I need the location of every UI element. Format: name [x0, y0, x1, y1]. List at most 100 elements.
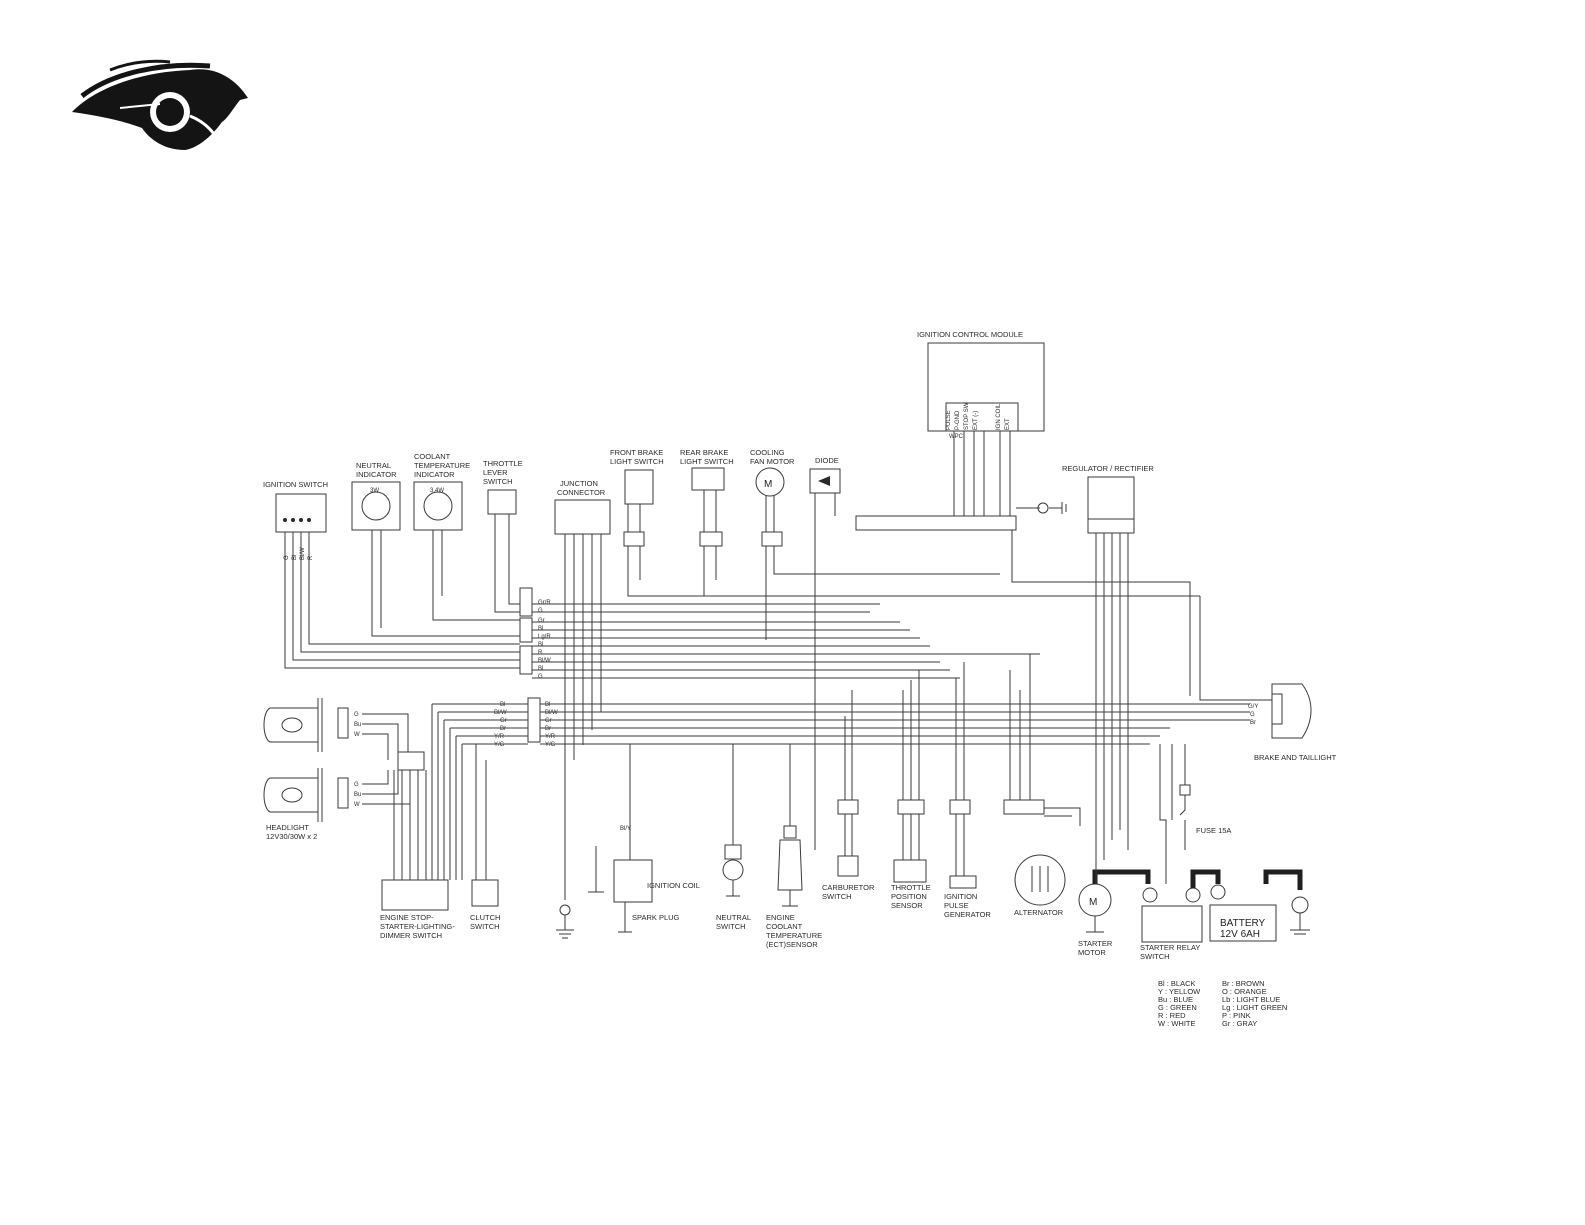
brake-and-taillight: G/Y G Br BRAKE AND TAILLIGHT — [1199, 596, 1337, 762]
icm-title: IGNITION CONTROL MODULE — [917, 330, 1023, 339]
rear-brake-light-switch: REAR BRAKE LIGHT SWITCH — [680, 448, 734, 596]
svg-text:R: R — [538, 650, 543, 656]
coolant-temperature-indicator: COOLANT TEMPERATURE INDICATOR 3.4W — [413, 452, 520, 621]
svg-text:3.4W: 3.4W — [430, 488, 444, 494]
svg-text:G/Y: G/Y — [1248, 704, 1258, 710]
svg-text:Bl: Bl — [545, 702, 550, 708]
icm-pin-ext: EXT — [1005, 418, 1011, 430]
svg-text:INDICATOR: INDICATOR — [414, 470, 455, 479]
connector-block-lower: Bl Bl/W Gr Br Y/R Y/G Bl Bl/W Gr Br Y/R … — [431, 697, 1250, 880]
starter-motor: M STARTER MOTOR — [1078, 869, 1151, 957]
svg-text:3W: 3W — [370, 488, 379, 494]
svg-text:DIMMER SWITCH: DIMMER SWITCH — [380, 931, 442, 940]
svg-text:Gr/R: Gr/R — [538, 600, 551, 606]
regulator-rectifier: REGULATOR / RECTIFIER — [1062, 464, 1154, 860]
svg-text:TEMPERATURE: TEMPERATURE — [414, 461, 470, 470]
svg-text:COOLANT: COOLANT — [414, 452, 451, 461]
svg-text:SPARK PLUG: SPARK PLUG — [632, 913, 680, 922]
svg-text:G: G — [1250, 712, 1255, 718]
carburetor-switch: CARBURETOR SWITCH — [822, 690, 875, 901]
svg-text:SWITCH: SWITCH — [822, 892, 852, 901]
svg-text:NEUTRAL: NEUTRAL — [716, 913, 751, 922]
svg-text:Y/G: Y/G — [494, 742, 505, 748]
junction-connector: JUNCTION CONNECTOR — [554, 479, 611, 900]
wire-color-legend: Bl : BLACK Y : YELLOW Bu : BLUE G : GREE… — [1158, 979, 1287, 1028]
svg-text:12V30/30W x 2: 12V30/30W x 2 — [266, 832, 317, 841]
throttle-position-sensor: THROTTLE POSITION SENSOR — [891, 670, 931, 910]
svg-text:LIGHT SWITCH: LIGHT SWITCH — [680, 457, 734, 466]
neutral-switch: NEUTRAL SWITCH — [716, 744, 751, 931]
svg-text:Bl: Bl — [292, 555, 298, 560]
svg-text:BATTERY: BATTERY — [1220, 918, 1266, 929]
svg-text:G : GREEN: G : GREEN — [1158, 1003, 1197, 1012]
ignition-switch: IGNITION SWITCH G Bl Bl/W R — [263, 480, 520, 669]
icm-wpc: WPC — [949, 434, 964, 440]
svg-text:BRAKE AND TAILLIGHT: BRAKE AND TAILLIGHT — [1254, 753, 1337, 762]
icm-pin-stop-sw: STOP SW — [964, 402, 970, 430]
svg-text:G: G — [354, 712, 359, 718]
svg-text:THROTTLE: THROTTLE — [891, 883, 931, 892]
svg-text:SWITCH: SWITCH — [1140, 952, 1170, 961]
svg-text:Br: Br — [545, 726, 551, 732]
ignition-coil: IGNITION COIL Bl/Y — [588, 744, 700, 903]
svg-text:SWITCH: SWITCH — [470, 922, 500, 931]
svg-text:LEVER: LEVER — [483, 468, 508, 477]
front-brake-light-switch: FRONT BRAKE LIGHT SWITCH — [610, 448, 1200, 597]
svg-text:Br : BROWN: Br : BROWN — [1222, 979, 1265, 988]
svg-text:COOLANT: COOLANT — [766, 922, 803, 931]
svg-text:Y/G: Y/G — [545, 742, 556, 748]
ect-sensor: ENGINE COOLANT TEMPERATURE (ECT)SENSOR — [766, 744, 822, 949]
spark-plug: SPARK PLUG — [618, 902, 680, 933]
svg-text:Gr: Gr — [500, 718, 507, 724]
clutch-switch: CLUTCH SWITCH — [470, 744, 500, 931]
neutral-indicator: NEUTRAL INDICATOR 3W — [351, 461, 520, 637]
svg-text:PULSE: PULSE — [944, 901, 969, 910]
ignition-pulse-generator: IGNITION PULSE GENERATOR — [944, 662, 991, 919]
svg-text:HEADLIGHT: HEADLIGHT — [266, 823, 309, 832]
svg-text:MOTOR: MOTOR — [1078, 948, 1106, 957]
headlight-upper: G Bu W — [263, 698, 409, 760]
svg-text:TEMPERATURE: TEMPERATURE — [766, 931, 822, 940]
svg-text:CONNECTOR: CONNECTOR — [557, 488, 606, 497]
svg-text:Bl: Bl — [538, 666, 543, 672]
svg-text:P : PINK: P : PINK — [1222, 1011, 1251, 1020]
svg-text:Bl/W: Bl/W — [545, 710, 558, 716]
svg-text:Br: Br — [500, 726, 506, 732]
svg-text:R: R — [308, 555, 314, 560]
svg-text:R : RED: R : RED — [1158, 1011, 1186, 1020]
svg-text:Bl/W: Bl/W — [300, 547, 306, 560]
svg-text:DIODE: DIODE — [815, 456, 839, 465]
svg-text:CARBURETOR: CARBURETOR — [822, 883, 875, 892]
svg-text:Bu: Bu — [354, 722, 361, 728]
svg-text:Y : YELLOW: Y : YELLOW — [1158, 987, 1201, 996]
svg-text:Bl/W: Bl/W — [494, 710, 507, 716]
svg-text:REAR BRAKE: REAR BRAKE — [680, 448, 728, 457]
svg-text:Lg/R: Lg/R — [538, 634, 551, 640]
svg-text:Lg : LIGHT GREEN: Lg : LIGHT GREEN — [1222, 1003, 1287, 1012]
svg-text:Bu: Bu — [354, 792, 361, 798]
svg-text:JUNCTION: JUNCTION — [560, 479, 598, 488]
svg-text:Br: Br — [1250, 720, 1256, 726]
svg-text:NEUTRAL: NEUTRAL — [356, 461, 391, 470]
regulator-title: REGULATOR / RECTIFIER — [1062, 464, 1154, 473]
svg-text:Bu : BLUE: Bu : BLUE — [1158, 995, 1193, 1004]
svg-text:W: W — [354, 732, 360, 738]
svg-text:SWITCH: SWITCH — [716, 922, 746, 931]
svg-text:Y/R: Y/R — [545, 734, 556, 740]
svg-text:Bl: Bl — [500, 702, 505, 708]
svg-text:G: G — [538, 674, 543, 680]
starter-relay-switch: STARTER RELAY SWITCH — [1140, 869, 1221, 961]
fuse-15a: FUSE 15A — [1179, 744, 1231, 850]
headlight-lower: G Bu W HEADLIGHT 12V30/30W x 2 — [263, 751, 425, 841]
svg-text:GENERATOR: GENERATOR — [944, 910, 991, 919]
svg-text:O : ORANGE: O : ORANGE — [1222, 987, 1267, 996]
svg-text:STARTER-LIGHTING-: STARTER-LIGHTING- — [380, 922, 455, 931]
svg-text:Gr: Gr — [545, 718, 552, 724]
svg-text:ALTERNATOR: ALTERNATOR — [1014, 908, 1064, 917]
svg-text:ENGINE: ENGINE — [766, 913, 795, 922]
svg-text:Gr: Gr — [538, 618, 545, 624]
panther-gear-logo — [72, 59, 248, 150]
svg-text:G: G — [538, 608, 543, 614]
